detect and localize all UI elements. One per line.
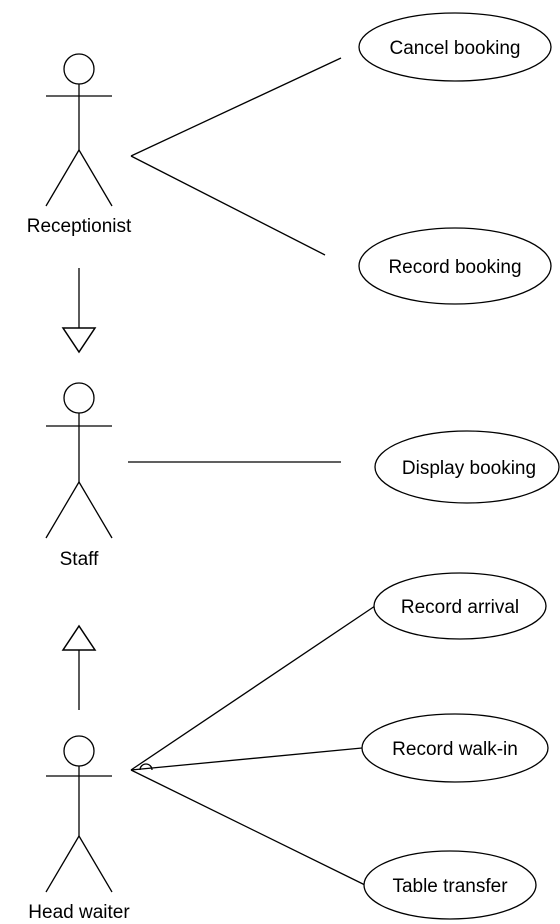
use-case-record-walk-in-label: Record walk-in <box>392 739 518 760</box>
association-record-arrival <box>130 605 376 771</box>
use-case-record-booking-label: Record booking <box>388 257 521 278</box>
use-case-record-arrival-label: Record arrival <box>401 597 519 618</box>
actor-receptionist <box>45 53 113 207</box>
use-case-table-transfer-label: Table transfer <box>392 876 508 897</box>
use-case-cancel-booking-label: Cancel booking <box>390 38 521 59</box>
actor-receptionist-label: Receptionist <box>27 216 132 237</box>
association-record-booking <box>130 155 326 256</box>
use-case-table-transfer: Table transfer <box>363 850 537 920</box>
association-record-walk-in <box>130 747 363 771</box>
use-case-display-booking-label: Display booking <box>402 458 536 479</box>
generalization-receptionist-to-staff <box>61 268 97 354</box>
use-case-display-booking: Display booking <box>374 430 560 504</box>
association-cancel-booking <box>130 57 342 157</box>
use-case-record-arrival: Record arrival <box>373 572 547 640</box>
use-case-record-booking: Record booking <box>358 227 552 305</box>
use-case-cancel-booking: Cancel booking <box>358 12 552 82</box>
generalization-head-waiter-to-staff <box>61 624 97 710</box>
use-case-record-walk-in: Record walk-in <box>361 713 549 783</box>
association-table-transfer <box>130 769 366 886</box>
line-crossing-hop <box>139 763 153 771</box>
actor-staff-label: Staff <box>60 549 99 570</box>
actor-head-waiter <box>45 735 113 893</box>
actor-head-waiter-label: Head waiter <box>28 902 130 923</box>
actor-staff <box>45 382 113 539</box>
